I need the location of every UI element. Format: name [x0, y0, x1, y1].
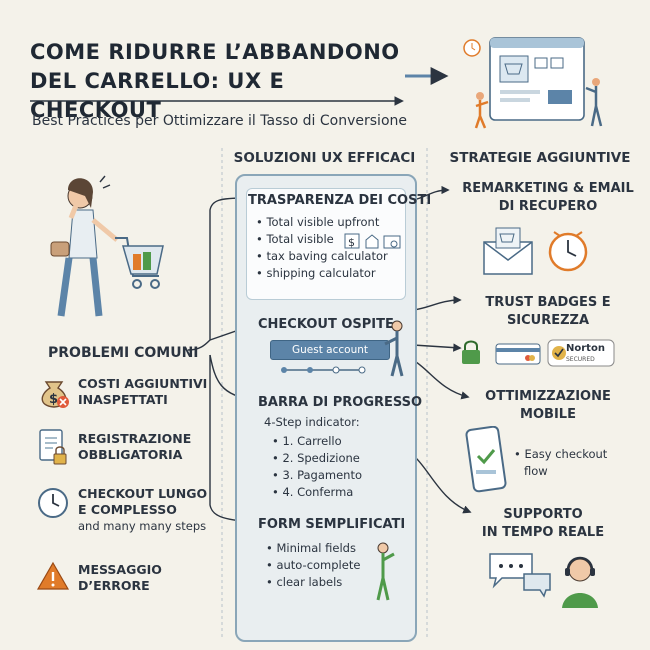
center-column-title: SOLUZIONI UX EFFICACI — [233, 150, 416, 166]
list-item: shipping calculator — [256, 265, 388, 282]
progress-intro: 4-Step indicator: — [264, 415, 360, 429]
title-line-1: COME RIDURRE L’ABBANDONO — [30, 40, 400, 64]
svg-text:$: $ — [348, 236, 355, 249]
support-chat-illustration — [489, 553, 598, 608]
progress-steps-indicator — [281, 366, 366, 374]
list-item: Total visible upfront — [256, 214, 388, 231]
norton-badge-label: Norton — [566, 343, 605, 354]
person-form-illustration — [376, 542, 395, 601]
trust-badges-title: TRUST BADGES E SICUREZZA — [485, 295, 611, 328]
cost-icons: $ — [344, 233, 401, 249]
list-item: 4. Conferma — [272, 484, 362, 501]
list-item: 1. Carrello — [272, 433, 362, 450]
page-subtitle: Best Practices per Ottimizzare il Tasso … — [32, 113, 407, 129]
smartphone-icon — [465, 426, 507, 493]
simplified-forms-title: FORM SEMPLIFICATI — [258, 517, 406, 532]
mobile-note: • Easy checkout flow — [514, 447, 608, 478]
title-line-2: DEL CARRELLO: UX E CHECKOUT — [30, 69, 285, 122]
problems-title: PROBLEMI COMUNI — [48, 345, 199, 361]
person-pointing-illustration — [384, 320, 404, 377]
svg-text:$: $ — [49, 392, 58, 407]
guest-account-button[interactable]: Guest account — [270, 340, 390, 360]
forms-list: Minimal fields auto-complete clear label… — [266, 540, 360, 591]
email-envelope-icon — [483, 227, 588, 275]
warning-icon — [36, 561, 70, 590]
remarketing-title: REMARKETING & EMAIL DI RECUPERO — [462, 181, 634, 214]
problem-item: COSTI AGGIUNTIVI INASPETTATI — [78, 376, 208, 407]
list-item: 3. Pagamento — [272, 467, 362, 484]
clock-icon — [38, 488, 68, 518]
progress-bar-title: BARRA DI PROGRESSO — [258, 395, 423, 410]
list-item: auto-complete — [266, 557, 360, 574]
list-item: clear labels — [266, 574, 360, 591]
problem-item: CHECKOUT LUNGO E COMPLESSO and many many… — [78, 486, 208, 533]
browser-cart-illustration — [463, 37, 603, 129]
shopper-cart-illustration — [50, 175, 164, 317]
trust-badges-row — [462, 339, 615, 367]
list-item: tax baving calculator — [256, 248, 387, 265]
norton-badge-sub: SECURED — [566, 356, 595, 363]
problem-item: MESSAGGIO D’ERRORE — [78, 562, 162, 593]
realtime-support-title: SUPPORTO IN TEMPO REALE — [481, 507, 605, 540]
money-bag-icon: $ — [41, 381, 69, 408]
list-item: Minimal fields — [266, 540, 360, 557]
guest-checkout-title: CHECKOUT OSPITE — [258, 317, 394, 332]
page-title: COME RIDURRE L’ABBANDONO DEL CARRELLO: U… — [30, 38, 420, 125]
list-item: Total visible — [256, 231, 388, 248]
mobile-optimization-title: OTTIMIZZAZIONE MOBILE — [485, 389, 611, 422]
transparency-list: Total visible upfront Total visible tax … — [256, 214, 388, 282]
progress-step-list: 1. Carrello 2. Spedizione 3. Pagamento 4… — [272, 433, 362, 501]
document-lock-icon — [39, 429, 67, 465]
list-item: 2. Spedizione — [272, 450, 362, 467]
transparency-title: TRASPARENZA DEI COSTI — [248, 193, 432, 208]
right-column-title: STRATEGIE AGGIUNTIVE — [449, 150, 631, 166]
problem-item: REGISTRAZIONE OBBLIGATORIA — [78, 431, 192, 462]
